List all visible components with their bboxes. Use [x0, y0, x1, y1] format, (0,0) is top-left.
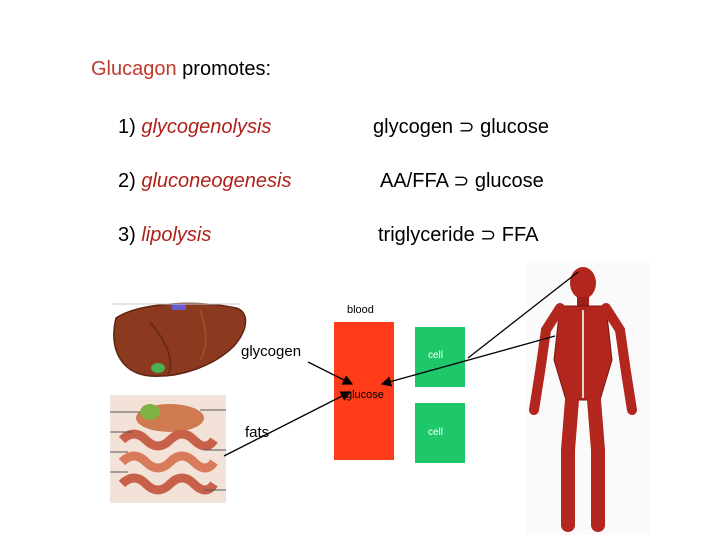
process-number: 2): [118, 170, 142, 192]
cell-box: [413, 325, 467, 389]
fats-to-glucose-arrow: [223, 391, 352, 457]
title-rest: promotes:: [176, 58, 272, 80]
process-term: glycogenolysis: [141, 116, 272, 138]
cell-box: [413, 401, 467, 465]
slide-title: Glucagon promotes:: [91, 58, 271, 81]
title-keyword: Glucagon: [91, 58, 177, 80]
digestive-organs-illustration-icon: [110, 395, 226, 503]
process-number: 3): [118, 224, 142, 246]
cell-label: cell: [428, 350, 443, 361]
fats-label: fats: [245, 424, 270, 441]
reaction-to: FFA: [501, 224, 539, 246]
glucose-label: glucose: [346, 389, 384, 401]
blood-label: blood: [347, 304, 374, 316]
cell-label: cell: [428, 427, 443, 438]
reaction-from: AA/FFA: [380, 170, 448, 192]
process-term: gluconeogenesis: [141, 170, 292, 192]
human-muscle-figure-icon: [527, 263, 650, 535]
process-row-1: 1) glycogenolysis: [118, 116, 271, 139]
process-row-3: 3) lipolysis: [118, 224, 211, 247]
implies-arrow-icon: ⊃: [458, 116, 475, 138]
process-row-2: 2) gluconeogenesis: [118, 170, 291, 193]
glycogen-to-glucose-arrow: [307, 361, 354, 385]
reaction-row-3: triglyceride ⊃ FFA: [378, 224, 538, 247]
muscle-to-cell-line: [467, 271, 579, 359]
process-term: lipolysis: [141, 224, 212, 246]
liver-glycogen-label: glycogen: [241, 343, 302, 360]
reaction-from: triglyceride: [378, 224, 475, 246]
reaction-row-1: glycogen ⊃ glucose: [373, 116, 549, 139]
reaction-to: glucose: [480, 116, 550, 138]
implies-arrow-icon: ⊃: [453, 170, 470, 192]
reaction-to: glucose: [474, 170, 544, 192]
muscle-to-glucose-arrow: [380, 335, 556, 387]
reaction-from: glycogen: [373, 116, 454, 138]
liver-illustration-icon: [112, 302, 247, 377]
process-number: 1): [118, 116, 142, 138]
reaction-row-2: AA/FFA ⊃ glucose: [380, 170, 544, 193]
blood-vessel: [334, 322, 394, 460]
implies-arrow-icon: ⊃: [480, 224, 497, 246]
